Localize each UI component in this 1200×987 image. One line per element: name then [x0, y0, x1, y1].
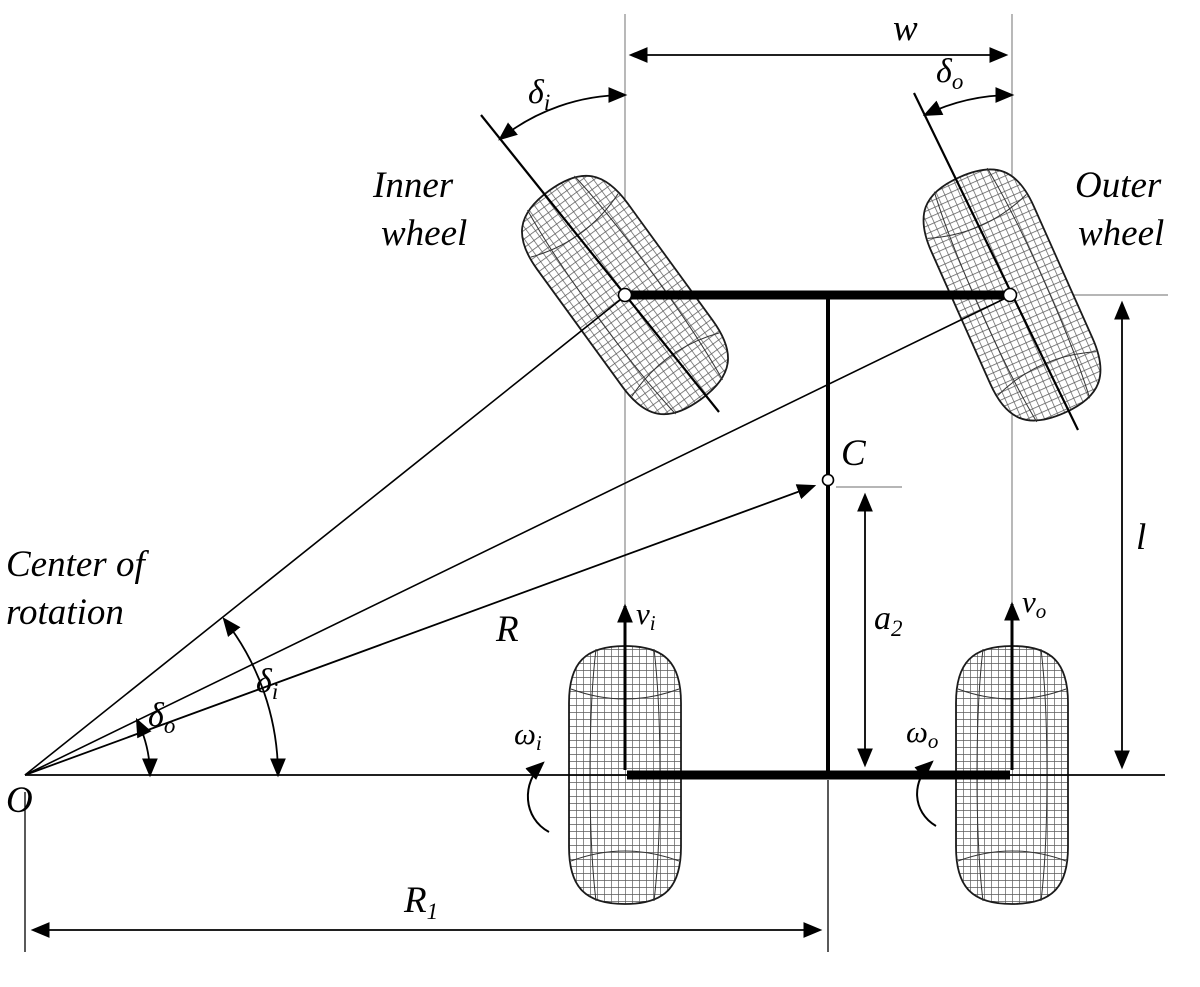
mass-center-point [821, 473, 835, 487]
outer-steer-angle-label-top: δo [936, 53, 963, 94]
outer-wheel-heading-line [913, 92, 1079, 431]
points [617, 287, 1018, 487]
inner-omega-label: ωi [514, 716, 542, 755]
chassis [627, 290, 1010, 780]
origin-label: O [6, 780, 33, 821]
inner-steer-angle-arc-origin [222, 617, 286, 778]
turn-radius-arrow [24, 484, 817, 776]
rear-turn-radius-label: R1 [403, 880, 438, 924]
inner-steer-angle-label-origin: δi [256, 663, 278, 704]
outer-wheel-caption-line1: Outer [1075, 165, 1162, 206]
dimensions [24, 47, 1130, 952]
outer-wheel-caption-line2: wheel [1078, 213, 1164, 254]
outer-velocity-label: vo [1022, 584, 1046, 623]
outer-front-hub [1002, 287, 1018, 303]
center-of-rotation-caption-line1: Center of [6, 544, 149, 585]
wheel-heading-lines [480, 92, 1079, 431]
axle-line-to-inner-wheel [24, 295, 626, 776]
outer-steer-angle-arc-top [922, 87, 1015, 117]
outer-steer-angle-label-origin: δo [148, 697, 175, 738]
outer-steer-angle-arc-origin [135, 717, 158, 778]
mass-center-label: C [841, 433, 867, 474]
inner-velocity-label: vi [636, 596, 656, 635]
outer-omega-label: ωo [906, 714, 938, 753]
inner-steer-angle-label-top: δi [528, 74, 550, 115]
inner-omega-arrow [525, 761, 550, 833]
inner-wheel-heading-line [480, 114, 720, 413]
labels: w δi δo Inner wheel Outer wheel C l a2 R… [6, 8, 1164, 924]
inner-wheel-caption-line2: wheel [381, 213, 467, 254]
track-width-label: w [893, 8, 918, 49]
omega-arrows [525, 760, 937, 833]
outer-omega-arrow [914, 760, 937, 827]
axle-line-to-outer-wheel [24, 295, 1011, 776]
wheelbase-label: l [1136, 517, 1146, 558]
inner-wheel-caption-line1: Inner [372, 165, 454, 206]
center-of-rotation-caption-line2: rotation [6, 592, 124, 633]
inner-front-hub [617, 287, 633, 303]
velocity-vectors [617, 601, 1020, 770]
turn-radius-label: R [495, 609, 519, 650]
cg-distance-label: a2 [874, 600, 903, 641]
inner-steer-angle-arc-top [498, 87, 628, 141]
